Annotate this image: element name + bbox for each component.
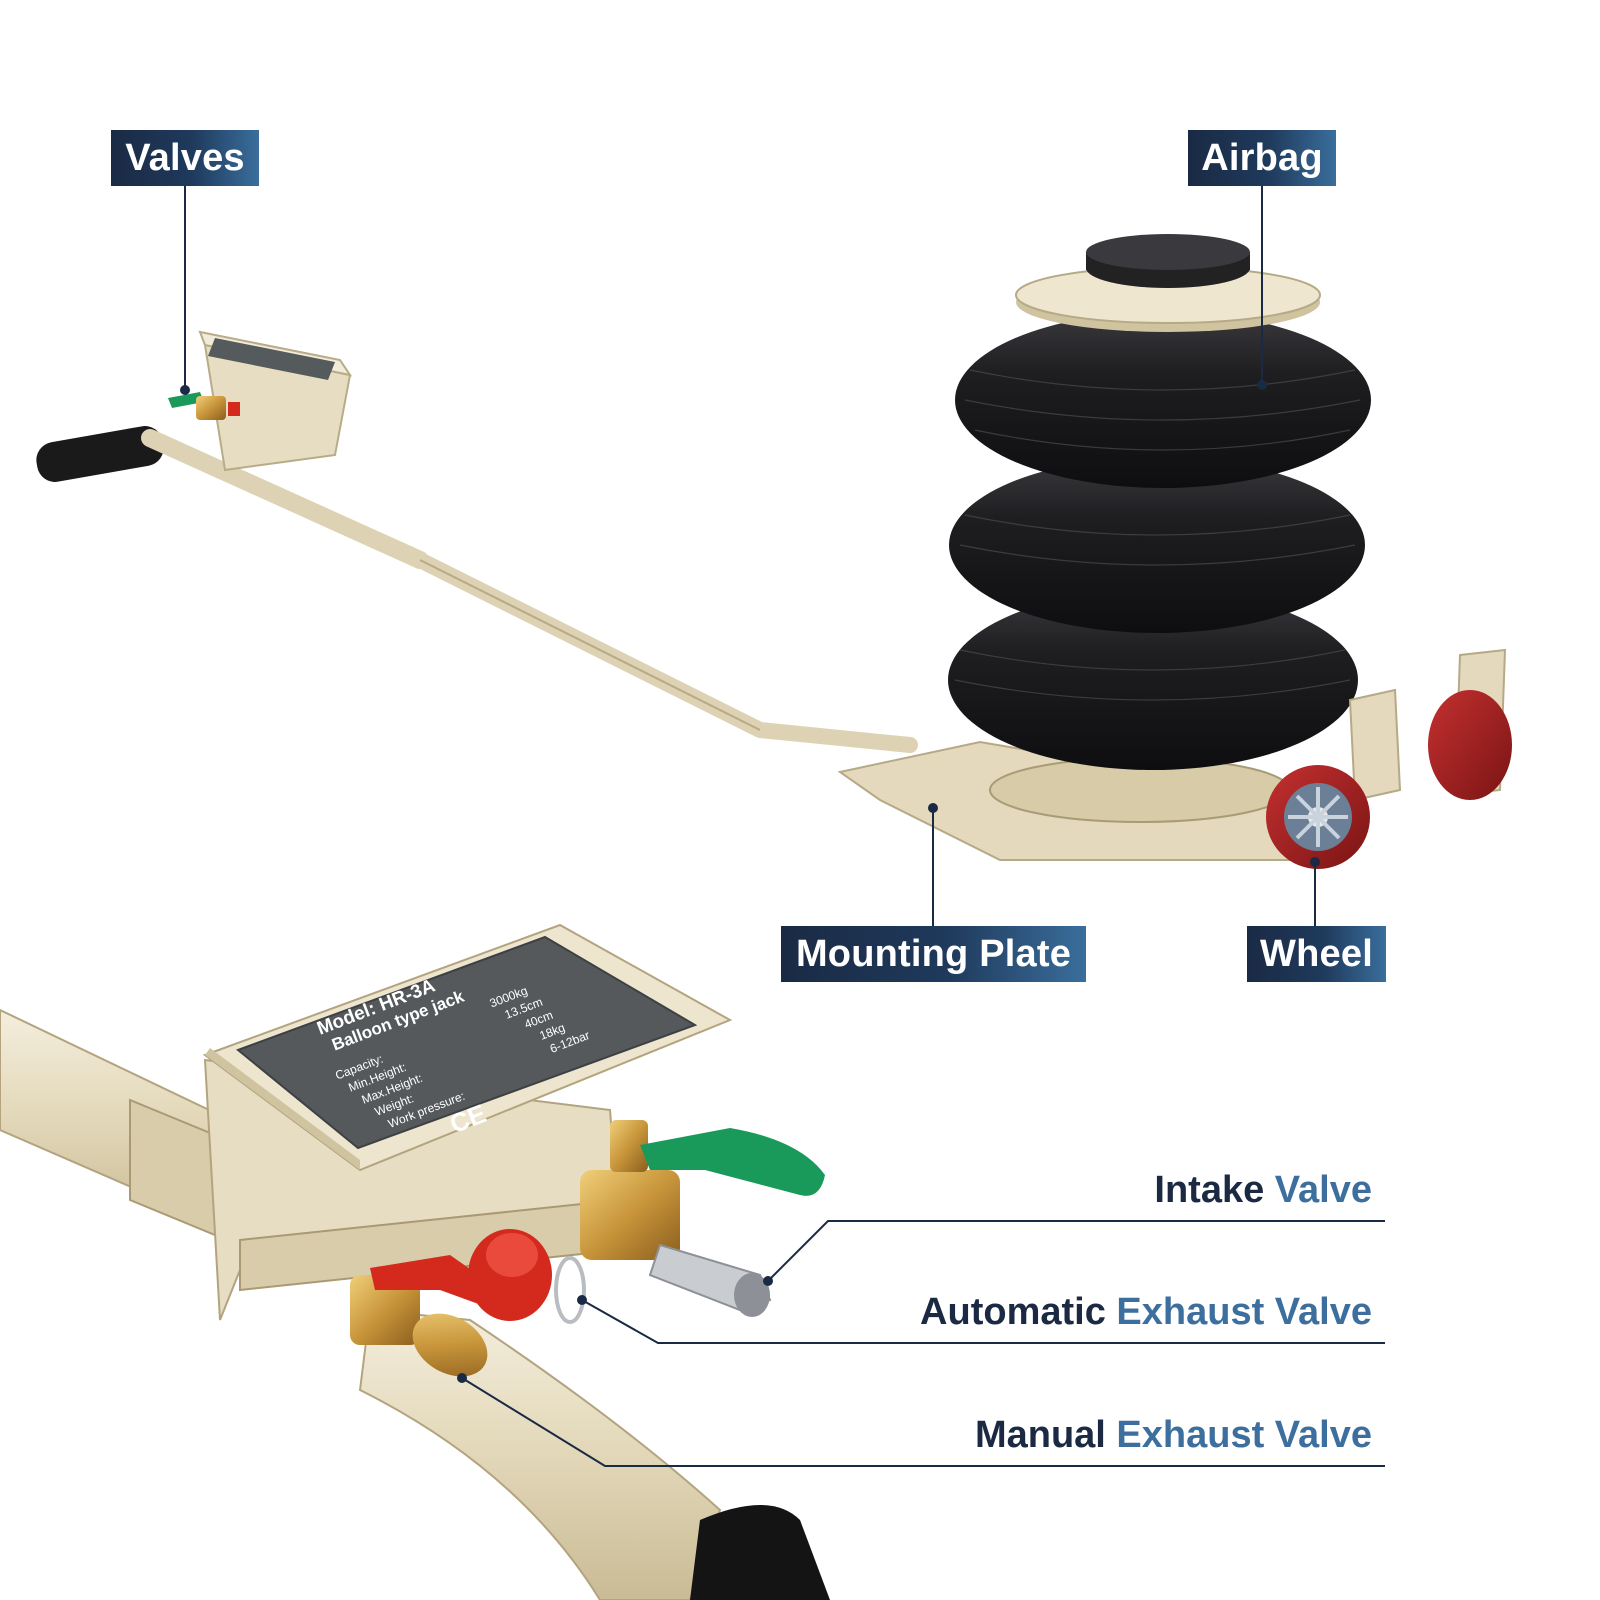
callout-automatic-exhaust-valve: Automatic Exhaust Valve bbox=[920, 1288, 1372, 1336]
callout-automatic-word2: Exhaust Valve bbox=[1116, 1291, 1372, 1333]
callout-intake-word1: Intake bbox=[1154, 1169, 1265, 1211]
green-lever-small bbox=[168, 392, 204, 408]
callout-automatic-word1: Automatic bbox=[920, 1291, 1106, 1333]
callout-manual-word1: Manual bbox=[974, 1414, 1106, 1456]
handle-assembly bbox=[36, 330, 918, 753]
model-nameplate bbox=[236, 935, 698, 1150]
handle-grip bbox=[36, 426, 164, 482]
manual-valve-red-lever bbox=[370, 1255, 500, 1310]
manual-valve-body bbox=[350, 1275, 420, 1345]
label-wheel: Wheel bbox=[1247, 926, 1386, 982]
muffler bbox=[412, 1313, 488, 1377]
handle-tube-upper bbox=[141, 429, 429, 569]
intake-valve-green-lever bbox=[640, 1128, 825, 1196]
intake-valve-body bbox=[580, 1170, 680, 1260]
auto-valve-ring bbox=[554, 1256, 586, 1324]
callout-manual-exhaust-valve: Manual Exhaust Valve bbox=[975, 1411, 1372, 1459]
airbag-jack bbox=[837, 234, 1512, 869]
label-mounting-plate: Mounting Plate bbox=[781, 926, 1086, 982]
label-valves-text: Valves bbox=[125, 137, 245, 179]
airbag-upper-bellow bbox=[955, 312, 1371, 488]
label-mounting-plate-text: Mounting Plate bbox=[795, 933, 1072, 975]
handle-tube-lower bbox=[412, 552, 918, 753]
label-valves: Valves bbox=[111, 130, 259, 186]
callout-intake-word2: Valve bbox=[1274, 1169, 1372, 1211]
closeup-tube-lower bbox=[358, 1308, 722, 1600]
label-wheel-text: Wheel bbox=[1260, 933, 1373, 975]
callout-manual-word2: Exhaust Valve bbox=[1116, 1414, 1372, 1456]
wheel-back bbox=[1428, 690, 1512, 800]
valve-closeup: Model: HR-3A Balloon type jack Capacity:… bbox=[0, 923, 830, 1600]
airbag-lower-bellow bbox=[948, 590, 1358, 770]
airbag-middle-bellow bbox=[949, 457, 1365, 633]
auto-exhaust-leader bbox=[581, 1299, 1385, 1344]
label-airbag: Airbag bbox=[1188, 130, 1336, 186]
manual-exhaust-leader bbox=[461, 1377, 1385, 1467]
label-airbag-text: Airbag bbox=[1201, 137, 1323, 179]
intake-leader bbox=[767, 1220, 1385, 1282]
callout-intake-valve: Intake Valve bbox=[1154, 1166, 1372, 1214]
